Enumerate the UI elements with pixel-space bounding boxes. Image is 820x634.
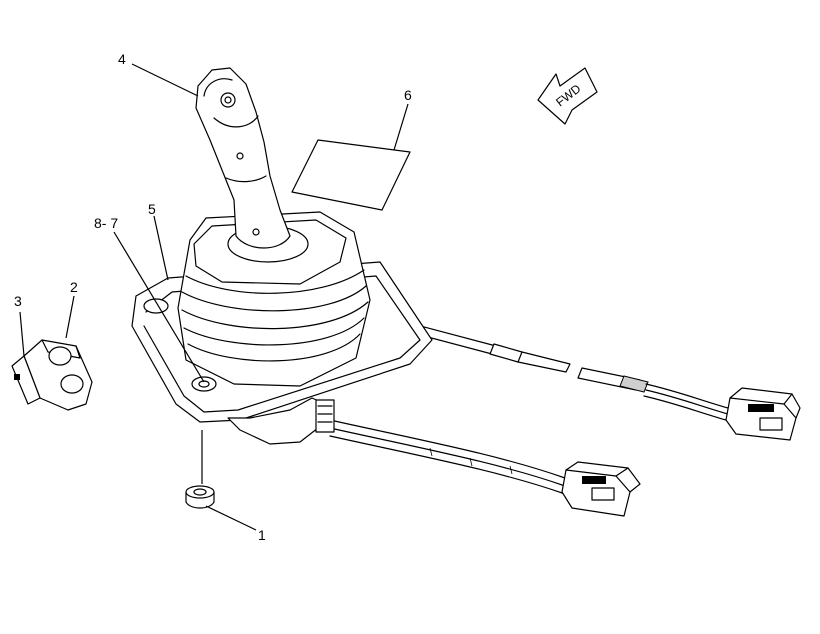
- shift-lever: [195, 67, 309, 263]
- rocker-switch: [11, 339, 93, 411]
- leader-lines: [19, 63, 409, 531]
- lower-housing: [227, 397, 335, 445]
- upper-harness: [643, 383, 729, 421]
- callout-1: 1: [258, 527, 266, 543]
- upper-connector: [725, 387, 801, 441]
- callout-4: 4: [118, 51, 126, 67]
- callout-5: 5: [148, 201, 156, 217]
- rubber-boot: [177, 211, 371, 387]
- callout-8-7: 8- 7: [94, 215, 118, 231]
- bushing: [185, 485, 215, 509]
- lower-connector: [561, 461, 641, 517]
- forward-arrow-icon: FWD: [537, 67, 598, 125]
- callout-2: 2: [70, 279, 78, 295]
- callout-3: 3: [14, 293, 22, 309]
- callout-6: 6: [404, 87, 412, 103]
- lower-harness: [329, 419, 566, 495]
- decal-label: [291, 139, 411, 211]
